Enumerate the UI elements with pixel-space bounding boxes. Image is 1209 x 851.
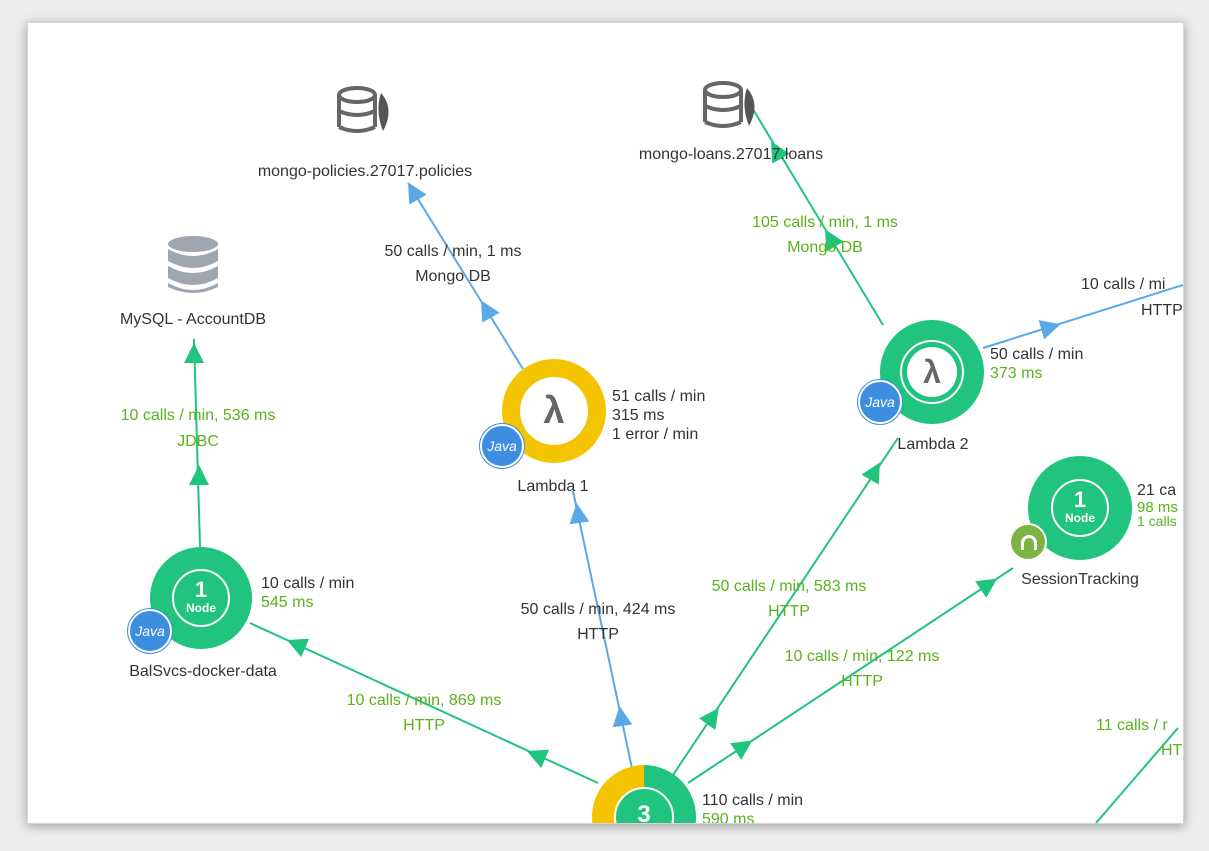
mysql-label: MySQL - AccountDB	[119, 311, 267, 328]
edge-protocol: HTTP	[768, 603, 810, 620]
session-label: SessionTracking	[1021, 571, 1139, 588]
lambda-icon: λ	[520, 377, 588, 445]
edge-metric: 105 calls / min, 1 ms	[752, 214, 898, 231]
lambda1-time: 315 ms	[612, 407, 665, 424]
edge-protocol: HTTP	[403, 717, 445, 734]
edge-lambda2-mongo[interactable]	[747, 100, 884, 326]
edge-metric: 10 calls / min, 869 ms	[346, 692, 502, 709]
session-time: 98 ms	[1137, 499, 1178, 516]
balsvcs-label: BalSvcs-docker-data	[129, 663, 277, 680]
lambda1-errors: 1 error / min	[612, 426, 699, 443]
balsvcs-time: 545 ms	[261, 594, 314, 611]
main-calls: 110 calls / min	[702, 792, 804, 809]
edge-protocol: HTTP	[577, 626, 619, 643]
node-unit: Node	[186, 601, 216, 615]
edge-bal-mysql[interactable]	[184, 338, 209, 548]
edge-main-session[interactable]	[687, 567, 1014, 784]
mysql-db-icon	[168, 236, 218, 293]
edge-metric: 50 calls / min, 1 ms	[384, 243, 522, 260]
java-badge: Java	[480, 424, 524, 468]
edge-protocol: HTTP	[841, 673, 883, 690]
node-count: 3	[637, 801, 651, 824]
node-count: 1	[1073, 487, 1087, 512]
edge-main-lambda2[interactable]	[670, 437, 899, 779]
node-unit: Node	[1065, 511, 1095, 525]
java-badge: Java	[858, 380, 902, 424]
balsvcs-node[interactable]: 1 Node	[150, 547, 252, 649]
edge-protocol: Mongo DB	[415, 268, 491, 285]
session-extra: 1 calls	[1137, 513, 1177, 529]
node-count: 1	[194, 577, 208, 602]
edge-lambda1-mongo[interactable]	[407, 182, 524, 370]
lambda1-calls: 51 calls / min	[612, 388, 706, 405]
edge-main-offscreen[interactable]	[1095, 727, 1179, 823]
edge-main-lambda1[interactable]	[569, 490, 634, 774]
service-map-canvas[interactable]: mongo-policies.27017.policies mongo-loan…	[27, 22, 1184, 824]
lambda2-time: 373 ms	[990, 365, 1043, 382]
mongo-db-icon	[337, 86, 389, 133]
mongo-loans-label: mongo-loans.27017.loans	[638, 146, 824, 163]
edge-metric: 50 calls / min, 424 ms	[520, 601, 676, 618]
edge-lambda2-offscreen[interactable]	[982, 284, 1183, 349]
lambda-icon: λ	[907, 347, 957, 397]
main-time: 590 ms	[702, 811, 755, 824]
edge-metric: 10 calls / mi	[1081, 276, 1166, 293]
mongo-policies-label: mongo-policies.27017.policies	[257, 163, 473, 180]
edge-main-bal[interactable]	[249, 622, 599, 784]
edges-layer	[184, 100, 1183, 823]
edge-protocol: HT	[1161, 742, 1183, 759]
java-badge: Java	[128, 609, 172, 653]
nodejs-icon	[1009, 523, 1047, 561]
edge-protocol: JDBC	[177, 433, 219, 450]
edge-metric: 50 calls / min, 583 ms	[711, 578, 867, 595]
edge-metric: 10 calls / min, 122 ms	[784, 648, 940, 665]
edge-metric: 11 calls / r	[1096, 717, 1168, 734]
session-calls: 21 ca	[1137, 482, 1177, 499]
balsvcs-calls: 10 calls / min	[261, 575, 355, 592]
mongo-db-icon	[703, 81, 755, 128]
lambda1-label: Lambda 1	[517, 478, 589, 495]
edge-protocol: Mongo DB	[787, 239, 863, 256]
lambda2-label: Lambda 2	[897, 436, 969, 453]
lambda2-calls: 50 calls / min	[990, 346, 1084, 363]
edge-protocol: HTTP	[1141, 302, 1183, 319]
edge-metric: 10 calls / min, 536 ms	[120, 407, 276, 424]
